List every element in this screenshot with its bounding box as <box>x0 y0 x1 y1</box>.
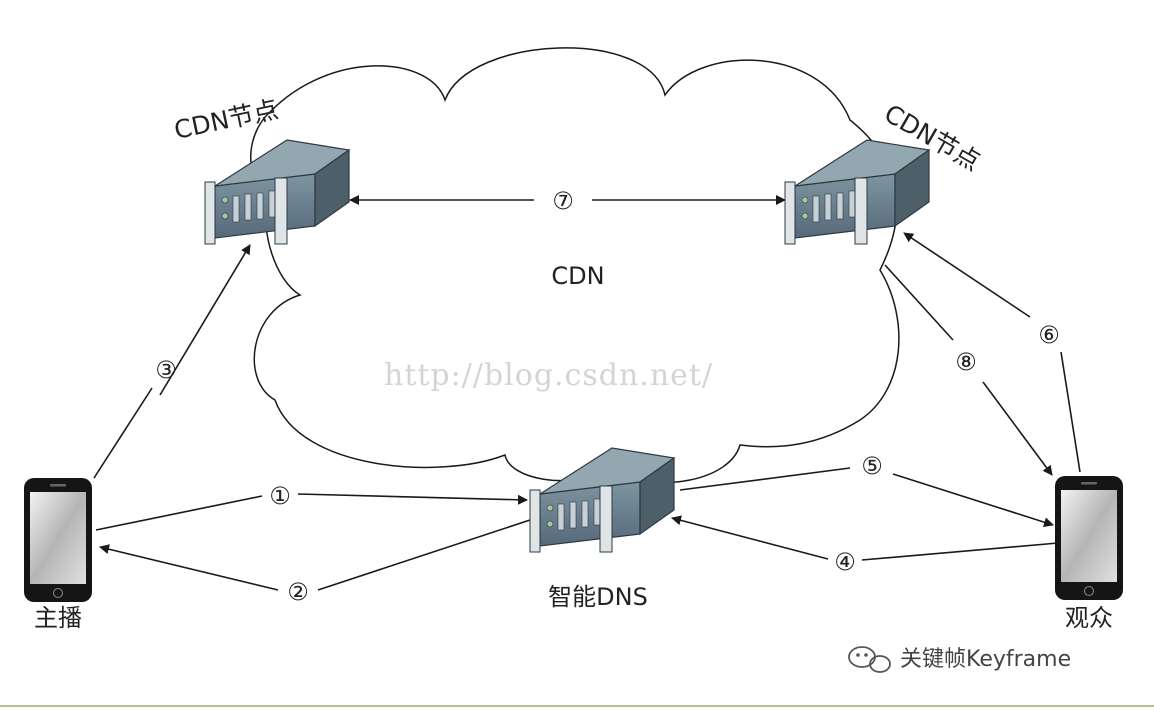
step-5: ⑤ <box>861 452 883 480</box>
arrow-6a <box>1060 351 1081 473</box>
arrow-4 <box>671 515 829 560</box>
brand-text: 关键帧Keyframe <box>900 647 1071 672</box>
arrow-1 <box>297 493 528 505</box>
arrow-6 <box>903 232 1031 318</box>
step-2: ② <box>287 578 309 606</box>
watermark-text: http://blog.csdn.net/ <box>384 358 713 393</box>
wechat-icon <box>848 646 891 673</box>
arrow-4a <box>861 542 1059 561</box>
cdn-cloud <box>249 47 900 484</box>
step-1: ① <box>269 482 291 510</box>
arrow-8 <box>982 381 1053 476</box>
step-8: ⑧ <box>955 348 977 376</box>
arrow-5 <box>892 473 1054 528</box>
step-7: ⑦ <box>552 187 574 215</box>
viewer-label: 观众 <box>1065 604 1113 632</box>
dns-label: 智能DNS <box>548 583 648 611</box>
arrow-5a <box>679 467 851 491</box>
arrows <box>93 195 1081 591</box>
step-4: ④ <box>834 548 856 576</box>
arrow-2 <box>99 544 279 591</box>
broadcaster-phone <box>23 477 93 603</box>
bottom-divider <box>0 705 1154 707</box>
step-6: ⑥ <box>1038 321 1060 349</box>
cloud-label: CDN <box>551 262 604 290</box>
broadcaster-label: 主播 <box>34 604 82 632</box>
arrow-8a <box>884 264 954 341</box>
arrow-1a <box>95 495 263 531</box>
arrow-2a <box>317 519 531 591</box>
viewer-phone <box>1054 475 1124 601</box>
arrow-3 <box>159 244 251 396</box>
step-3: ③ <box>155 356 177 384</box>
